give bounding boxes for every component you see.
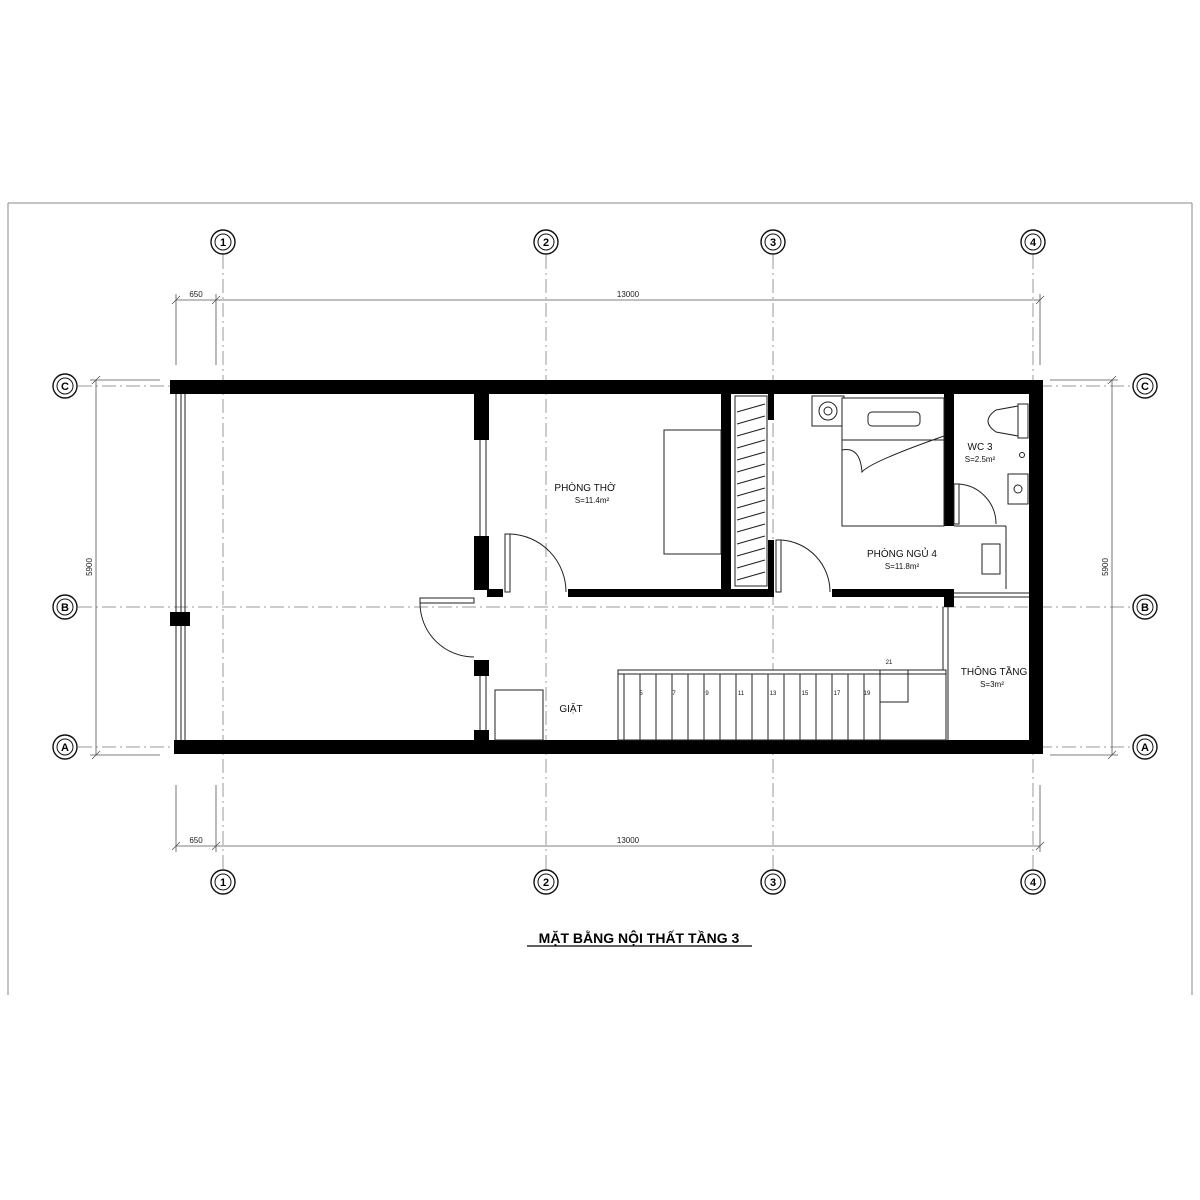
dim-left-depth: 5900	[85, 558, 94, 576]
toilet-tank	[1017, 403, 1029, 439]
altar-table	[663, 429, 722, 555]
svg-text:C: C	[61, 381, 69, 393]
room-name-bedroom: PHÒNG NGỦ 4	[867, 547, 937, 560]
room-labels: PHÒNG THỜ S=11.4m² PHÒNG NGỦ 4 S=11.8m² …	[554, 442, 1027, 715]
grid-bubble-B-left: B	[52, 594, 78, 620]
room-name-laundry: GIẶT	[559, 702, 582, 715]
svg-text:1: 1	[220, 877, 226, 889]
room-name-void: THÔNG TẦNG	[961, 665, 1028, 678]
stair-step-7: 7	[672, 691, 676, 697]
stair-step-5: 5	[639, 691, 643, 697]
laundry-machine	[494, 689, 544, 741]
door-wc	[953, 483, 960, 525]
room-name-wc: WC 3	[968, 442, 993, 453]
desk	[981, 543, 1001, 575]
grid-axes	[78, 255, 1130, 870]
grid-bubble-4-top: 4	[1020, 229, 1046, 255]
wardrobe-hatch	[736, 403, 766, 581]
doors	[419, 483, 997, 658]
stair-step-15: 15	[802, 691, 809, 697]
dim-top-total: 13000	[617, 290, 640, 299]
grid-bubble-A-right: A	[1132, 734, 1158, 760]
dimension-labels: 650 13000 650 13000 5900 5900	[85, 290, 1110, 845]
room-area-bedroom: S=11.8m²	[885, 562, 920, 571]
dim-bottom-total: 13000	[617, 836, 640, 845]
svg-text:3: 3	[770, 237, 776, 249]
svg-text:B: B	[1141, 602, 1149, 614]
door-altar-room	[504, 533, 511, 593]
grid-bubbles: 1 2 3 4 1 2 3 4	[52, 229, 1158, 895]
stair-step-13: 13	[770, 691, 777, 697]
grid-bubble-2-bottom: 2	[533, 869, 559, 895]
svg-text:2: 2	[543, 877, 549, 889]
grid-bubble-3-bottom: 3	[760, 869, 786, 895]
grid-bubble-1-bottom: 1	[210, 869, 236, 895]
svg-text:1: 1	[220, 237, 226, 249]
stair-step-21: 21	[886, 660, 893, 666]
svg-text:2: 2	[543, 237, 549, 249]
dim-bottom-offset: 650	[189, 836, 203, 845]
room-name-altar: PHÒNG THỜ	[554, 481, 616, 494]
dim-top-offset: 650	[189, 290, 203, 299]
room-area-altar: S=11.4m²	[575, 496, 610, 505]
staircase: 5 7 9 11 13 15 17 19 21	[617, 660, 947, 741]
grid-bubble-2-top: 2	[533, 229, 559, 255]
stair-step-11: 11	[738, 691, 745, 697]
grid-bubble-A-left: A	[52, 734, 78, 760]
room-area-void: S=3m²	[980, 680, 1004, 689]
svg-text:3: 3	[770, 877, 776, 889]
grid-bubble-C-right: C	[1132, 373, 1158, 399]
door-hall	[419, 597, 475, 604]
pillow	[867, 411, 921, 427]
dimension-lines	[90, 294, 1118, 852]
grid-bubble-B-right: B	[1132, 594, 1158, 620]
svg-text:B: B	[61, 602, 69, 614]
svg-text:4: 4	[1030, 877, 1037, 889]
sheet-frame	[7, 202, 1193, 995]
svg-text:4: 4	[1030, 237, 1037, 249]
grid-bubble-4-bottom: 4	[1020, 869, 1046, 895]
svg-text:A: A	[61, 742, 69, 754]
grid-bubble-3-top: 3	[760, 229, 786, 255]
dim-right-depth: 5900	[1101, 558, 1110, 576]
stair-step-17: 17	[834, 691, 841, 697]
grid-bubble-C-left: C	[52, 373, 78, 399]
furniture	[494, 395, 1029, 741]
wardrobe	[734, 395, 768, 587]
svg-text:A: A	[1141, 742, 1149, 754]
room-area-wc: S=2.5m²	[965, 455, 996, 464]
grid-bubble-1-top: 1	[210, 229, 236, 255]
walls	[170, 380, 1043, 754]
door-bedroom	[775, 539, 782, 593]
toilet-bowl	[987, 405, 1019, 437]
stair-step-19: 19	[864, 691, 871, 697]
drawing-title: MẶT BẰNG NỘI THẤT TẦNG 3	[539, 929, 740, 946]
svg-text:C: C	[1141, 381, 1149, 393]
stair-step-9: 9	[705, 691, 709, 697]
